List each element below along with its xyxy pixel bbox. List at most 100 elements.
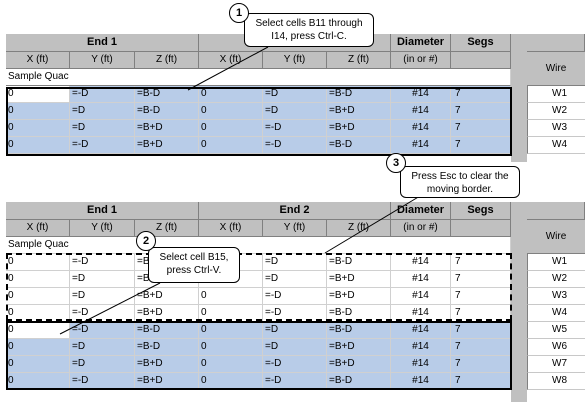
bottom-row-cell-diam[interactable]: #14 xyxy=(391,254,451,271)
bottom-row-cell-x1[interactable]: 0 xyxy=(6,305,70,322)
bottom-row-cell-y2[interactable]: =-D xyxy=(263,373,327,390)
bottom-row-cell-segs[interactable]: 7 xyxy=(451,305,511,322)
bottom-row-cell-x1[interactable]: 0 xyxy=(6,339,70,356)
bottom-row-cell-y2[interactable]: =D xyxy=(263,254,327,271)
bottom-row-cell-diam[interactable]: #14 xyxy=(391,271,451,288)
bottom-row-cell-y1[interactable]: =D xyxy=(70,339,135,356)
bottom-row-cell-x1[interactable]: 0 xyxy=(6,356,70,373)
top-row-cell-z2[interactable]: =B-D xyxy=(327,86,391,103)
top-row-cell-y2[interactable]: =-D xyxy=(263,137,327,154)
bottom-row-cell-y2[interactable]: =D xyxy=(263,271,327,288)
bottom-row-cell-diam[interactable]: #14 xyxy=(391,322,451,339)
bottom-row-cell-segs[interactable]: 7 xyxy=(451,271,511,288)
top-row-cell-x2[interactable]: 0 xyxy=(199,86,263,103)
top-row-cell-y2[interactable]: =-D xyxy=(263,120,327,137)
bottom-row-cell-z2[interactable]: =B+D xyxy=(327,356,391,373)
bottom-row-cell-x2[interactable]: 0 xyxy=(199,322,263,339)
bottom-row-cell-segs[interactable]: 7 xyxy=(451,322,511,339)
bottom-row-cell-y1[interactable]: =D xyxy=(70,288,135,305)
bottom-row-cell-z2[interactable]: =B-D xyxy=(327,322,391,339)
bottom-row-cell-x2[interactable]: 0 xyxy=(199,339,263,356)
top-row-cell-segs[interactable]: 7 xyxy=(451,103,511,120)
top-row-cell-z2[interactable]: =B-D xyxy=(327,137,391,154)
bottom-row-cell-y1[interactable]: =D xyxy=(70,356,135,373)
top-row-cell-diam[interactable]: #14 xyxy=(391,120,451,137)
top-row-cell-y1[interactable]: =-D xyxy=(70,137,135,154)
bottom-row-cell-z1[interactable]: =B+D xyxy=(135,373,199,390)
top-row-cell-x2[interactable]: 0 xyxy=(199,120,263,137)
bottom-row-cell-diam[interactable]: #14 xyxy=(391,288,451,305)
bottom-row-cell-y2[interactable]: =D xyxy=(263,322,327,339)
title-cell[interactable]: Sample Quac xyxy=(6,69,511,86)
callout-3: Press Esc to clear the moving border. xyxy=(400,166,520,198)
bottom-row-cell-segs[interactable]: 7 xyxy=(451,288,511,305)
bottom-row-cell-z1[interactable]: =B-D xyxy=(135,322,199,339)
bottom-row-cell-segs[interactable]: 7 xyxy=(451,254,511,271)
top-row-cell-z1[interactable]: =B+D xyxy=(135,120,199,137)
top-row-cell-z1[interactable]: =B+D xyxy=(135,137,199,154)
top-row-cell-y2[interactable]: =D xyxy=(263,103,327,120)
bottom-row-cell-x1[interactable]: 0 xyxy=(6,373,70,390)
bottom-row-cell-diam[interactable]: #14 xyxy=(391,356,451,373)
bottom-row-cell-z2[interactable]: =B-D xyxy=(327,305,391,322)
bottom-row-cell-x1[interactable]: 0 xyxy=(6,288,70,305)
bottom-row-cell-x2[interactable]: 0 xyxy=(199,305,263,322)
bottom-row-wire-label: W2 xyxy=(527,271,585,288)
bottom-row-cell-y2[interactable]: =-D xyxy=(263,305,327,322)
top-row-cell-x1[interactable]: 0 xyxy=(6,103,70,120)
bottom-row-cell-y2[interactable]: =-D xyxy=(263,288,327,305)
col-x1-b: X (ft) xyxy=(6,220,70,237)
top-row-cell-segs[interactable]: 7 xyxy=(451,120,511,137)
bottom-row-cell-z2[interactable]: =B+D xyxy=(327,339,391,356)
callout-1: Select cells B11 through I14, press Ctrl… xyxy=(244,13,374,47)
bottom-row-cell-y2[interactable]: =D xyxy=(263,339,327,356)
bottom-row-cell-segs[interactable]: 7 xyxy=(451,356,511,373)
bottom-row-cell-z1[interactable]: =B+D xyxy=(135,305,199,322)
bottom-row-cell-z1[interactable]: =B+D xyxy=(135,356,199,373)
top-row-cell-x1[interactable]: 0 xyxy=(6,137,70,154)
top-row-cell-x1[interactable]: 0 xyxy=(6,86,70,103)
title-cell-b[interactable]: Sample Quac xyxy=(6,237,511,254)
bottom-row-cell-x2[interactable]: 0 xyxy=(199,373,263,390)
bottom-row-cell-x1[interactable]: 0 xyxy=(6,254,70,271)
top-row-cell-y2[interactable]: =D xyxy=(263,86,327,103)
bottom-row-wire-label: W8 xyxy=(527,373,585,390)
top-row-cell-diam[interactable]: #14 xyxy=(391,137,451,154)
bottom-row-cell-z2[interactable]: =B-D xyxy=(327,254,391,271)
bottom-row-cell-diam[interactable]: #14 xyxy=(391,373,451,390)
top-row-cell-y1[interactable]: =D xyxy=(70,103,135,120)
bottom-row-cell-segs[interactable]: 7 xyxy=(451,339,511,356)
bottom-row-cell-z2[interactable]: =B-D xyxy=(327,373,391,390)
top-row-cell-x2[interactable]: 0 xyxy=(199,137,263,154)
header-segs: Segs xyxy=(451,34,511,52)
top-row-cell-z2[interactable]: =B+D xyxy=(327,103,391,120)
bottom-row-cell-diam[interactable]: #14 xyxy=(391,305,451,322)
bottom-row-cell-z2[interactable]: =B+D xyxy=(327,288,391,305)
top-row-cell-z1[interactable]: =B-D xyxy=(135,86,199,103)
bottom-row-cell-diam[interactable]: #14 xyxy=(391,339,451,356)
top-row-cell-diam[interactable]: #14 xyxy=(391,86,451,103)
bottom-row-cell-x2[interactable]: 0 xyxy=(199,288,263,305)
bottom-row-cell-y1[interactable]: =-D xyxy=(70,373,135,390)
bottom-row-cell-y1[interactable]: =-D xyxy=(70,254,135,271)
bottom-row-cell-y2[interactable]: =-D xyxy=(263,356,327,373)
bottom-row-cell-y1[interactable]: =D xyxy=(70,271,135,288)
bottom-row-cell-y1[interactable]: =-D xyxy=(70,305,135,322)
bottom-row-cell-x1[interactable]: 0 xyxy=(6,271,70,288)
bottom-row-cell-x2[interactable]: 0 xyxy=(199,356,263,373)
top-row-cell-z2[interactable]: =B+D xyxy=(327,120,391,137)
bottom-row-cell-z1[interactable]: =B+D xyxy=(135,288,199,305)
bottom-row-cell-segs[interactable]: 7 xyxy=(451,373,511,390)
bottom-row-cell-z2[interactable]: =B+D xyxy=(327,271,391,288)
bottom-row-cell-y1[interactable]: =-D xyxy=(70,322,135,339)
bottom-row-cell-x1[interactable]: 0 xyxy=(6,322,70,339)
top-row-cell-y1[interactable]: =-D xyxy=(70,86,135,103)
bottom-row-cell-z1[interactable]: =B-D xyxy=(135,339,199,356)
top-row-cell-segs[interactable]: 7 xyxy=(451,137,511,154)
top-row-cell-x2[interactable]: 0 xyxy=(199,103,263,120)
top-row-cell-x1[interactable]: 0 xyxy=(6,120,70,137)
top-row-cell-diam[interactable]: #14 xyxy=(391,103,451,120)
top-row-cell-z1[interactable]: =B-D xyxy=(135,103,199,120)
top-row-cell-y1[interactable]: =D xyxy=(70,120,135,137)
top-row-cell-segs[interactable]: 7 xyxy=(451,86,511,103)
